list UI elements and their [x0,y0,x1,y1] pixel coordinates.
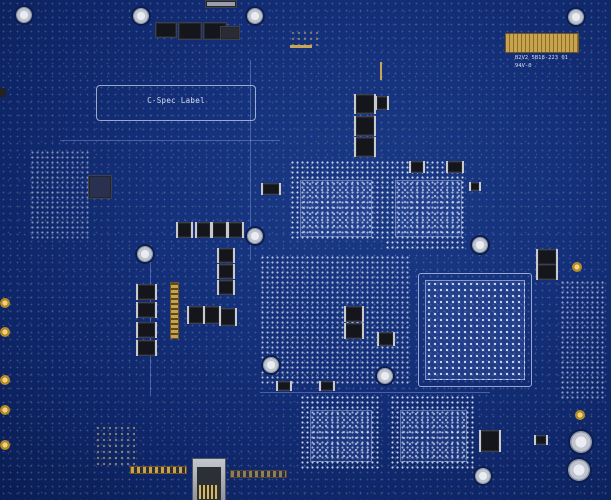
flammability-text: 94V-0 [515,63,532,69]
bottom-pin-header [130,466,187,474]
inductor [136,322,157,338]
capacitor [377,332,395,346]
inductor [136,340,157,356]
gold-via-field-bottom [95,425,135,465]
bga-package [425,280,525,380]
sd-card-slot [192,458,226,500]
bga-outline [418,273,532,387]
bga-bottom-right [400,410,467,462]
ic-chip [155,22,177,38]
capacitor [276,381,292,391]
inductor [344,323,364,339]
inductor [354,94,376,114]
mounting-hole [247,228,263,244]
inductor [217,280,235,295]
sma-connector [0,375,10,385]
mounting-hole [568,459,590,481]
mounting-hole [377,368,393,384]
inductor [203,306,221,324]
capacitor [469,182,481,191]
ic-chip [88,175,112,199]
gold-pad-row [380,62,382,80]
bga-top-right [395,180,462,237]
mounting-hole [247,8,263,24]
bga-bottom-left [310,410,372,462]
board-revision-text: B2V2 5B18-223 01 [515,55,568,61]
inductor [344,306,364,322]
ic-chip [178,22,202,40]
mounting-hole [570,431,592,453]
inductor [217,264,235,279]
inductor [176,222,193,238]
inductor [219,308,237,326]
edge-connector [0,88,6,97]
mounting-hole [16,7,32,23]
inductor [136,284,157,300]
bottom-pin-header [230,470,287,478]
trace [250,60,251,260]
sma-connector [0,298,10,308]
trace [150,245,151,395]
top-connector [205,0,237,8]
capacitor [446,161,464,173]
inductor [227,222,244,238]
mounting-hole [475,468,491,484]
sma-connector [0,327,10,337]
inductor [536,264,558,280]
inductor [536,249,558,265]
c-spec-label-text: C-Spec Label [147,96,205,105]
inductor [195,222,212,238]
inductor [211,222,228,238]
gold-pad-row [290,45,312,48]
sd-card-pins [199,485,219,499]
inductor [479,430,501,452]
mounting-hole [263,357,279,373]
via-field-mid [260,255,410,385]
via-field-left [30,150,90,240]
trace [260,392,490,393]
trace [60,140,280,141]
inductor [354,137,376,157]
inductor [354,116,376,136]
mounting-hole [137,246,153,262]
mounting-hole [133,8,149,24]
mounting-hole [568,9,584,25]
test-point [572,262,582,272]
capacitor [319,381,335,391]
inductor [375,96,389,110]
c-spec-label-area: C-Spec Label [96,85,256,121]
ic-chip [220,26,240,40]
gold-pin-column [170,282,179,339]
sma-connector [0,440,10,450]
capacitor [409,161,425,173]
via-field-right-edge [560,280,605,400]
test-point [575,410,585,420]
inductor [187,306,205,324]
capacitor [534,435,548,445]
gold-header-top-right [505,33,579,53]
inductor [136,302,157,318]
mounting-hole [472,237,488,253]
bga-top-left [300,180,372,237]
inductor [217,248,235,263]
sma-connector [0,405,10,415]
capacitor [261,183,281,195]
